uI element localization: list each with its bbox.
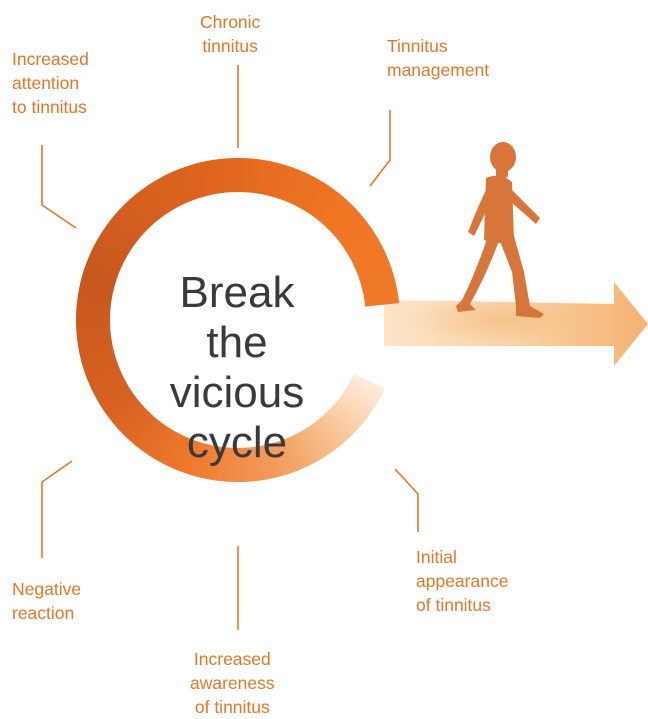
center-title-line-1: Break xyxy=(179,268,295,317)
label-increased-attention: Increased attention to tinnitus xyxy=(12,47,89,119)
connector-attention xyxy=(41,145,77,229)
center-title-line-3: cycle xyxy=(186,418,288,467)
cycle-ring xyxy=(76,158,400,482)
label-negative-reaction: Negative reaction xyxy=(12,577,81,625)
label-initial-line-2: appearance xyxy=(416,571,509,591)
label-awareness-line-3: of tinnitus xyxy=(194,697,270,717)
label-awareness-line-1: Increased xyxy=(193,649,271,669)
label-increased-awareness: Increased awareness of tinnitus xyxy=(190,647,275,719)
label-attention-line-2: attention xyxy=(12,73,80,93)
center-title: Break the vicious cycle xyxy=(137,268,337,468)
label-chronic-line-2: tinnitus xyxy=(202,36,258,56)
connector-management xyxy=(369,110,391,187)
forward-arrow xyxy=(384,282,648,366)
label-initial-appearance: Initial appearance of tinnitus xyxy=(416,545,508,617)
label-attention-line-3: to tinnitus xyxy=(12,97,87,117)
label-negative-line-1: Negative xyxy=(12,579,82,599)
label-initial-line-3: of tinnitus xyxy=(416,595,491,615)
center-title-line-2: the vicious xyxy=(169,318,305,417)
connector-negative xyxy=(41,460,73,558)
label-management-line-1: Tinnitus xyxy=(387,36,448,56)
label-awareness-line-2: awareness xyxy=(190,673,275,693)
connector-lines xyxy=(41,65,419,630)
label-initial-line-1: Initial xyxy=(416,547,457,567)
label-chronic-line-1: Chronic xyxy=(200,12,261,32)
label-management-line-2: management xyxy=(387,60,490,80)
label-attention-line-1: Increased xyxy=(12,49,89,69)
connector-initial xyxy=(394,468,419,532)
label-tinnitus-management: Tinnitus management xyxy=(387,34,489,82)
walking-person-icon xyxy=(456,142,544,318)
label-chronic-tinnitus: Chronic tinnitus xyxy=(200,10,260,58)
label-negative-line-2: reaction xyxy=(12,603,75,623)
ring-segment xyxy=(351,374,385,394)
